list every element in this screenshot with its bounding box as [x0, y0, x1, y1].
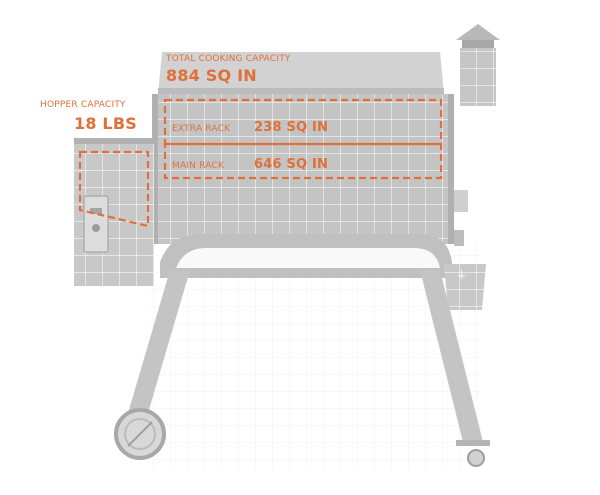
- total-capacity-value: 884 SQ IN: [166, 66, 257, 85]
- right-caster: [467, 449, 485, 467]
- svg-text:⏚: ⏚: [456, 268, 467, 281]
- side-bracket: [454, 190, 468, 246]
- main-rack-value: 646 SQ IN: [254, 157, 329, 172]
- hopper: [74, 138, 154, 286]
- grill-lid: [158, 52, 444, 96]
- hopper-outline: [78, 150, 150, 228]
- hopper-capacity-value: 18 LBS: [74, 114, 137, 133]
- chimney: [456, 24, 500, 106]
- capacity-outlines: [78, 98, 443, 228]
- hopper-capacity-caption: HOPPER CAPACITY: [40, 100, 126, 110]
- grill-legs: [126, 270, 490, 446]
- drip-bucket: ⏚: [444, 264, 486, 310]
- extra-rack-value: 238 SQ IN: [254, 120, 329, 135]
- extra-rack-caption: EXTRA RACK: [172, 124, 231, 134]
- main-rack-outline: [163, 142, 443, 180]
- front-skirt: [160, 234, 452, 278]
- main-rack-caption: MAIN RACK: [172, 161, 225, 171]
- total-capacity-caption: TOTAL COOKING CAPACITY: [166, 54, 291, 64]
- grill-barrel: [152, 94, 454, 244]
- left-wheel: [114, 408, 166, 460]
